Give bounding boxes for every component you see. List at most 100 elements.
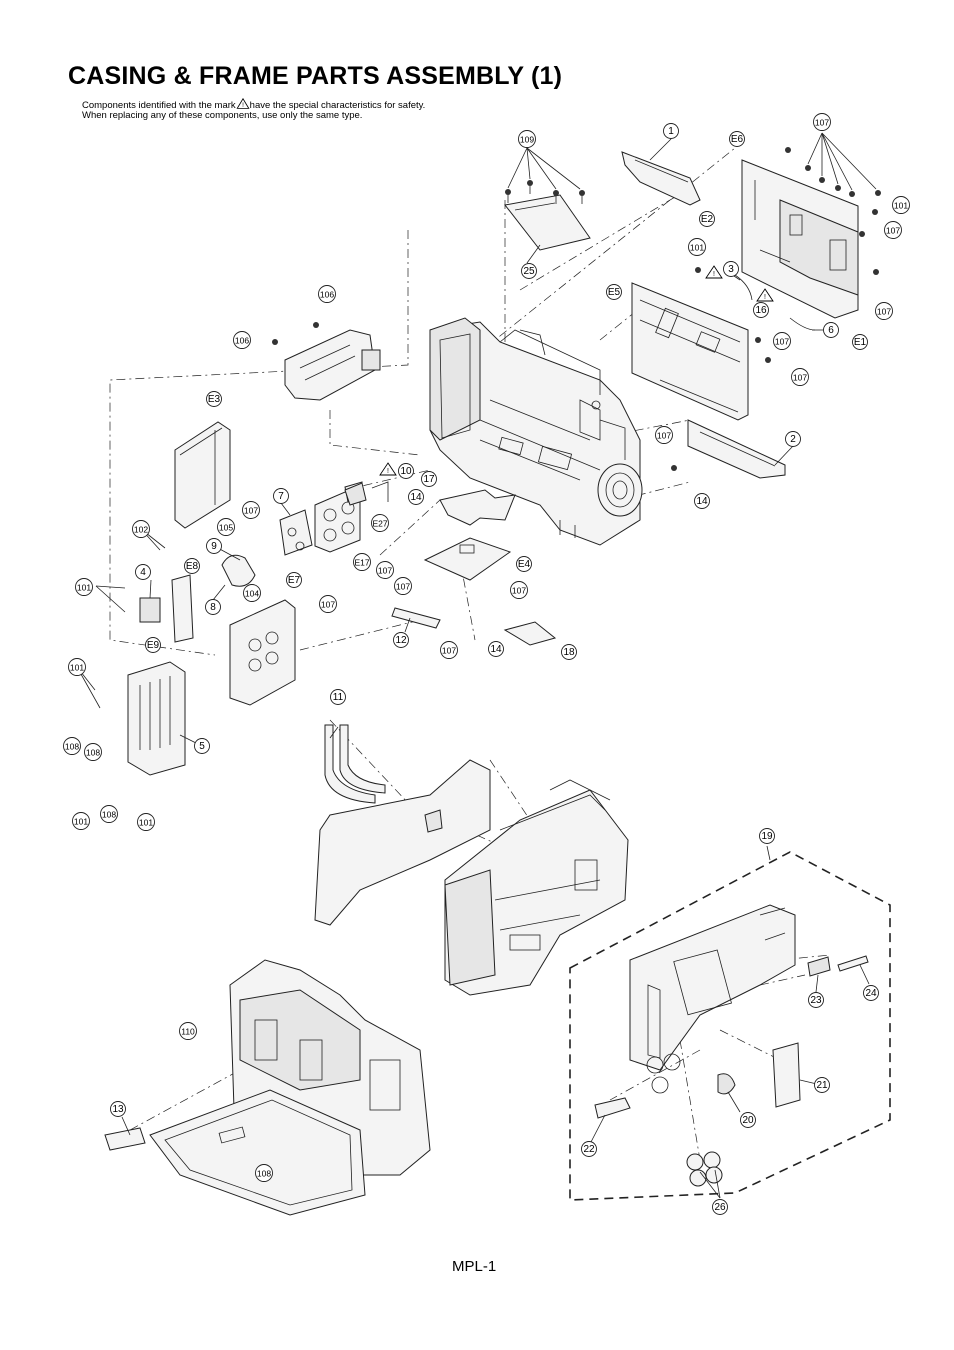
callout-text: 108 [102, 810, 116, 820]
callout-e27: E27 [371, 514, 389, 532]
part-3-cable [734, 274, 753, 301]
callout-101a: 101 [75, 578, 93, 596]
callout-circle [353, 553, 371, 571]
callout-text: 108 [257, 1169, 271, 1179]
part-10-E27 [344, 481, 389, 506]
callout-text: E17 [354, 558, 369, 568]
safety-note-line-2: When replacing any of these components, … [82, 110, 363, 121]
callout-circle [655, 426, 673, 444]
callout-text: 107 [877, 307, 891, 317]
callout-text: 107 [793, 373, 807, 383]
callout-circle [75, 578, 93, 596]
callout-9: 9 [206, 538, 222, 554]
callout-101e: 101 [892, 196, 910, 214]
callout-text: 18 [563, 647, 575, 658]
assembly-guide-lines [109, 139, 831, 1161]
callout-circle [273, 488, 289, 504]
part-4-connector [139, 597, 161, 623]
callout-circle [884, 221, 902, 239]
callout-text: 101 [894, 201, 908, 211]
chassis-lower-view [149, 959, 431, 1216]
callout-circle [110, 1101, 126, 1117]
part-20-knob [717, 1073, 736, 1095]
callout-17: 17 [421, 471, 437, 487]
callout-22: 22 [581, 1141, 597, 1157]
board-E4 [423, 537, 512, 581]
part-11-ribbon-cables [324, 724, 386, 804]
callout-16: 16 [753, 302, 769, 318]
part-25-cover-plate [504, 194, 591, 251]
callout-text: 107 [775, 337, 789, 347]
svg-text:!: ! [242, 102, 244, 109]
callout-107b: 107 [884, 221, 902, 239]
callout-circle [875, 302, 893, 320]
callout-circle [581, 1141, 597, 1157]
callout-circle [286, 572, 302, 588]
callout-text: 14 [490, 644, 502, 655]
callout-circle [184, 558, 200, 574]
callout-5: 5 [194, 738, 210, 754]
part-22-lever [594, 1097, 631, 1119]
callout-104: 104 [243, 584, 261, 602]
screw-icon [695, 267, 701, 273]
switch-block-E7 [229, 599, 296, 706]
callout-circle [376, 561, 394, 579]
callout-text: 101 [77, 583, 91, 593]
callout-text: 107 [512, 586, 526, 596]
callout-circle [791, 368, 809, 386]
screw-icon [272, 339, 278, 345]
callout-text: 104 [245, 589, 259, 599]
part-21-panel-strip [772, 1042, 801, 1108]
callout-text: 14 [410, 492, 422, 503]
callout-circle [100, 805, 118, 823]
callout-107e: 107 [791, 368, 809, 386]
callout-circle [206, 391, 222, 407]
callout-1: 1 [663, 123, 679, 139]
callout-14a: 14 [408, 489, 424, 505]
callout-text: 107 [244, 506, 258, 516]
callout-circle [518, 130, 536, 148]
callout-circle [68, 658, 86, 676]
callout-circle [516, 556, 532, 572]
callout-circle [688, 238, 706, 256]
callout-text: 107 [815, 118, 829, 128]
callout-text: 1 [668, 126, 674, 137]
callout-101f: 101 [688, 238, 706, 256]
callout-e8: E8 [184, 558, 200, 574]
callout-text: 105 [219, 523, 233, 533]
callout-circle [440, 641, 458, 659]
page-footer: MPL-1 [452, 1258, 497, 1275]
callout-text: 106 [320, 290, 334, 300]
callout-text: 106 [235, 336, 249, 346]
callout-e5: E5 [606, 284, 622, 300]
callout-text: 11 [333, 692, 344, 703]
callout-105: 105 [217, 518, 235, 536]
callout-14c: 14 [488, 641, 504, 657]
callout-text: 8 [210, 602, 216, 613]
callout-text: 25 [523, 266, 535, 277]
callout-circle [699, 211, 715, 227]
callout-circle [318, 285, 336, 303]
callout-circle [813, 113, 831, 131]
part-13-ribbon-cable [104, 1127, 146, 1151]
safety-note-line-1: Components identified with the mark!have… [82, 98, 425, 112]
callout-text: E2 [701, 214, 714, 225]
screw-icon [785, 147, 791, 153]
callout-text: 3 [728, 264, 734, 275]
callout-circle [852, 334, 868, 350]
callout-circle [394, 577, 412, 595]
callout-text: 9 [211, 541, 217, 552]
callout-23: 23 [808, 992, 824, 1008]
callout-text: 26 [714, 1202, 726, 1213]
callout-circle [135, 564, 151, 580]
chassis-middle-view [444, 779, 629, 996]
callout-circle [785, 431, 801, 447]
callout-circle [206, 538, 222, 554]
part-24-trim [837, 955, 869, 972]
part-12-ribbon-cable [391, 607, 441, 629]
callout-circle [84, 743, 102, 761]
callout-e4: E4 [516, 556, 532, 572]
callout-circle [521, 263, 537, 279]
